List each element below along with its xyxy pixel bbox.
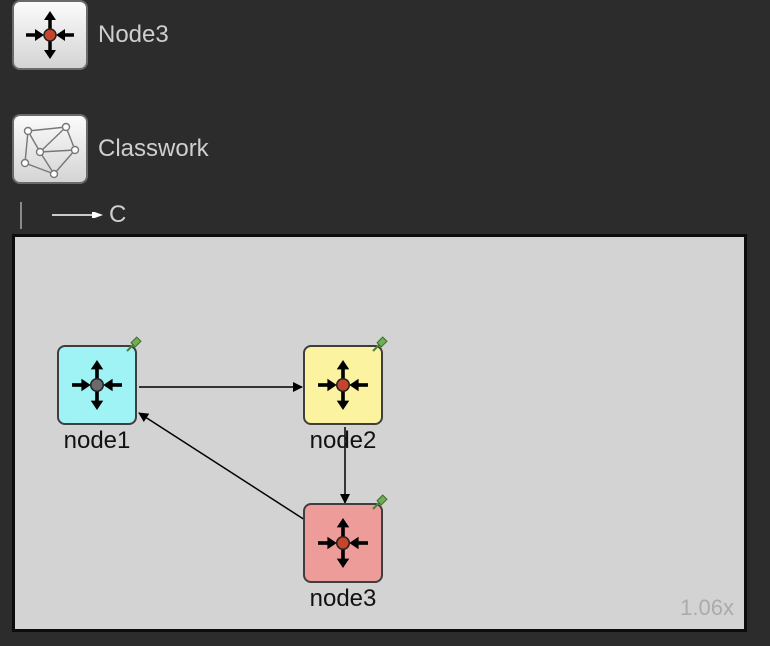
arrow-right-icon [52,212,103,218]
palette-tile-node3[interactable] [12,0,88,70]
move-node-icon [318,518,368,568]
palette-tile-classwork[interactable] [12,114,88,184]
pin-icon [372,494,388,510]
edge-node3-node1 [138,412,306,521]
tree-guide-line [20,202,22,229]
node2-box[interactable] [303,345,383,425]
node1-label: node1 [63,427,131,454]
connection-label: C [109,201,127,228]
move-node-icon [318,360,368,410]
palette-label-node3: Node3 [98,21,169,48]
pin-icon [372,336,388,352]
node2-label: node2 [309,427,377,454]
zoom-level: 1.06x [680,595,734,620]
node1-box[interactable] [57,345,137,425]
palette-item-classwork[interactable]: Classwork [12,114,209,184]
palette-label-classwork: Classwork [98,135,209,162]
node3-label: node3 [309,585,377,612]
connection-tool[interactable]: C [20,198,220,230]
network-canvas[interactable]: node1 node2 [12,234,747,632]
network-graph-icon [20,122,80,179]
move-node-icon [72,360,122,410]
pin-icon [126,336,142,352]
palette-item-node3[interactable]: Node3 [12,0,169,70]
node3-box[interactable] [303,503,383,583]
move-node-icon [26,11,74,59]
network-edges [138,382,350,521]
